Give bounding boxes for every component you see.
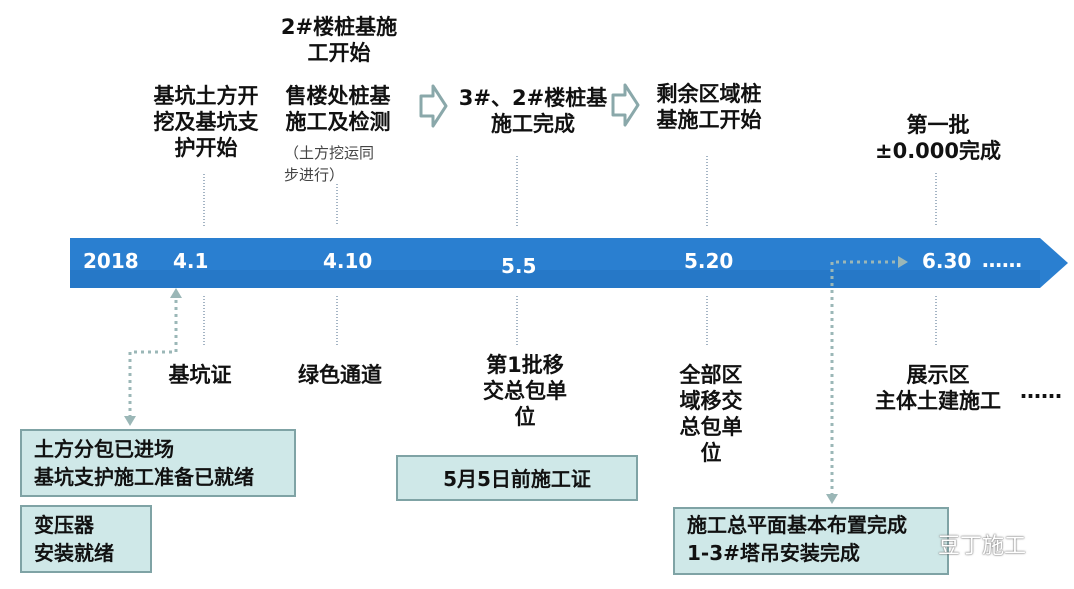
milestone-remaining-pile-start: 剩余区域桩 基施工开始 [656, 82, 762, 132]
milestone-excavation-start: 基坑土方开 挖及基坑支 护开始 [153, 84, 259, 160]
milestone-pit-cert: 基坑证 [168, 363, 232, 387]
date-label-5-20: 5.20 [684, 249, 734, 273]
milestone-showroom-more: …… [1020, 379, 1062, 403]
watermark-text: 豆丁施工 [938, 534, 1027, 559]
process-arrow-icon [419, 84, 448, 128]
date-label-6-30: 6.30 [922, 249, 972, 273]
milestone-sales-pile-note: （土方挖运同 步进行） [284, 144, 375, 184]
year-label: 2018 [83, 249, 139, 273]
dotted-connector [830, 260, 900, 496]
date-label-4-1: 4.1 [173, 249, 209, 273]
arrowhead-icon [898, 256, 908, 268]
dotted-connector [128, 296, 178, 418]
arrowhead-icon [826, 494, 838, 504]
arrowhead-icon [170, 288, 182, 298]
milestone-all-transfer: 全部区 域移交 总包单 位 [679, 363, 743, 465]
box-permit: 5月5日前施工证 [396, 455, 638, 501]
milestone-first-transfer: 第1批移 交总包单 位 [483, 353, 567, 429]
process-arrow-icon [611, 83, 640, 127]
milestone-showroom: 展示区 主体土建施工 [875, 363, 1001, 413]
timeline-arrow-shade [70, 270, 1040, 288]
arrowhead-icon [124, 416, 136, 426]
date-label-4-10: 4.10 [323, 249, 373, 273]
box-transformer: 变压器 安装就绪 [20, 505, 152, 573]
milestone-sales-pile: 售楼处桩基 施工及检测 [285, 84, 391, 134]
timeline-arrow [70, 238, 1068, 288]
box-earthwork: 土方分包已进场 基坑支护施工准备已就绪 [20, 429, 296, 497]
date-label-more: …… [982, 248, 1022, 272]
milestone-pile-2-start: 2#楼桩基施 工开始 [280, 15, 398, 65]
box-layout: 施工总平面基本布置完成 1-3#塔吊安装完成 [673, 507, 949, 575]
milestone-first-batch: 第一批 ±0.000完成 [874, 113, 1002, 163]
milestone-green-channel: 绿色通道 [298, 363, 382, 387]
milestone-pile-3-2-done: 3#、2#楼桩基 施工完成 [458, 86, 608, 136]
date-label-5-5: 5.5 [501, 254, 537, 278]
